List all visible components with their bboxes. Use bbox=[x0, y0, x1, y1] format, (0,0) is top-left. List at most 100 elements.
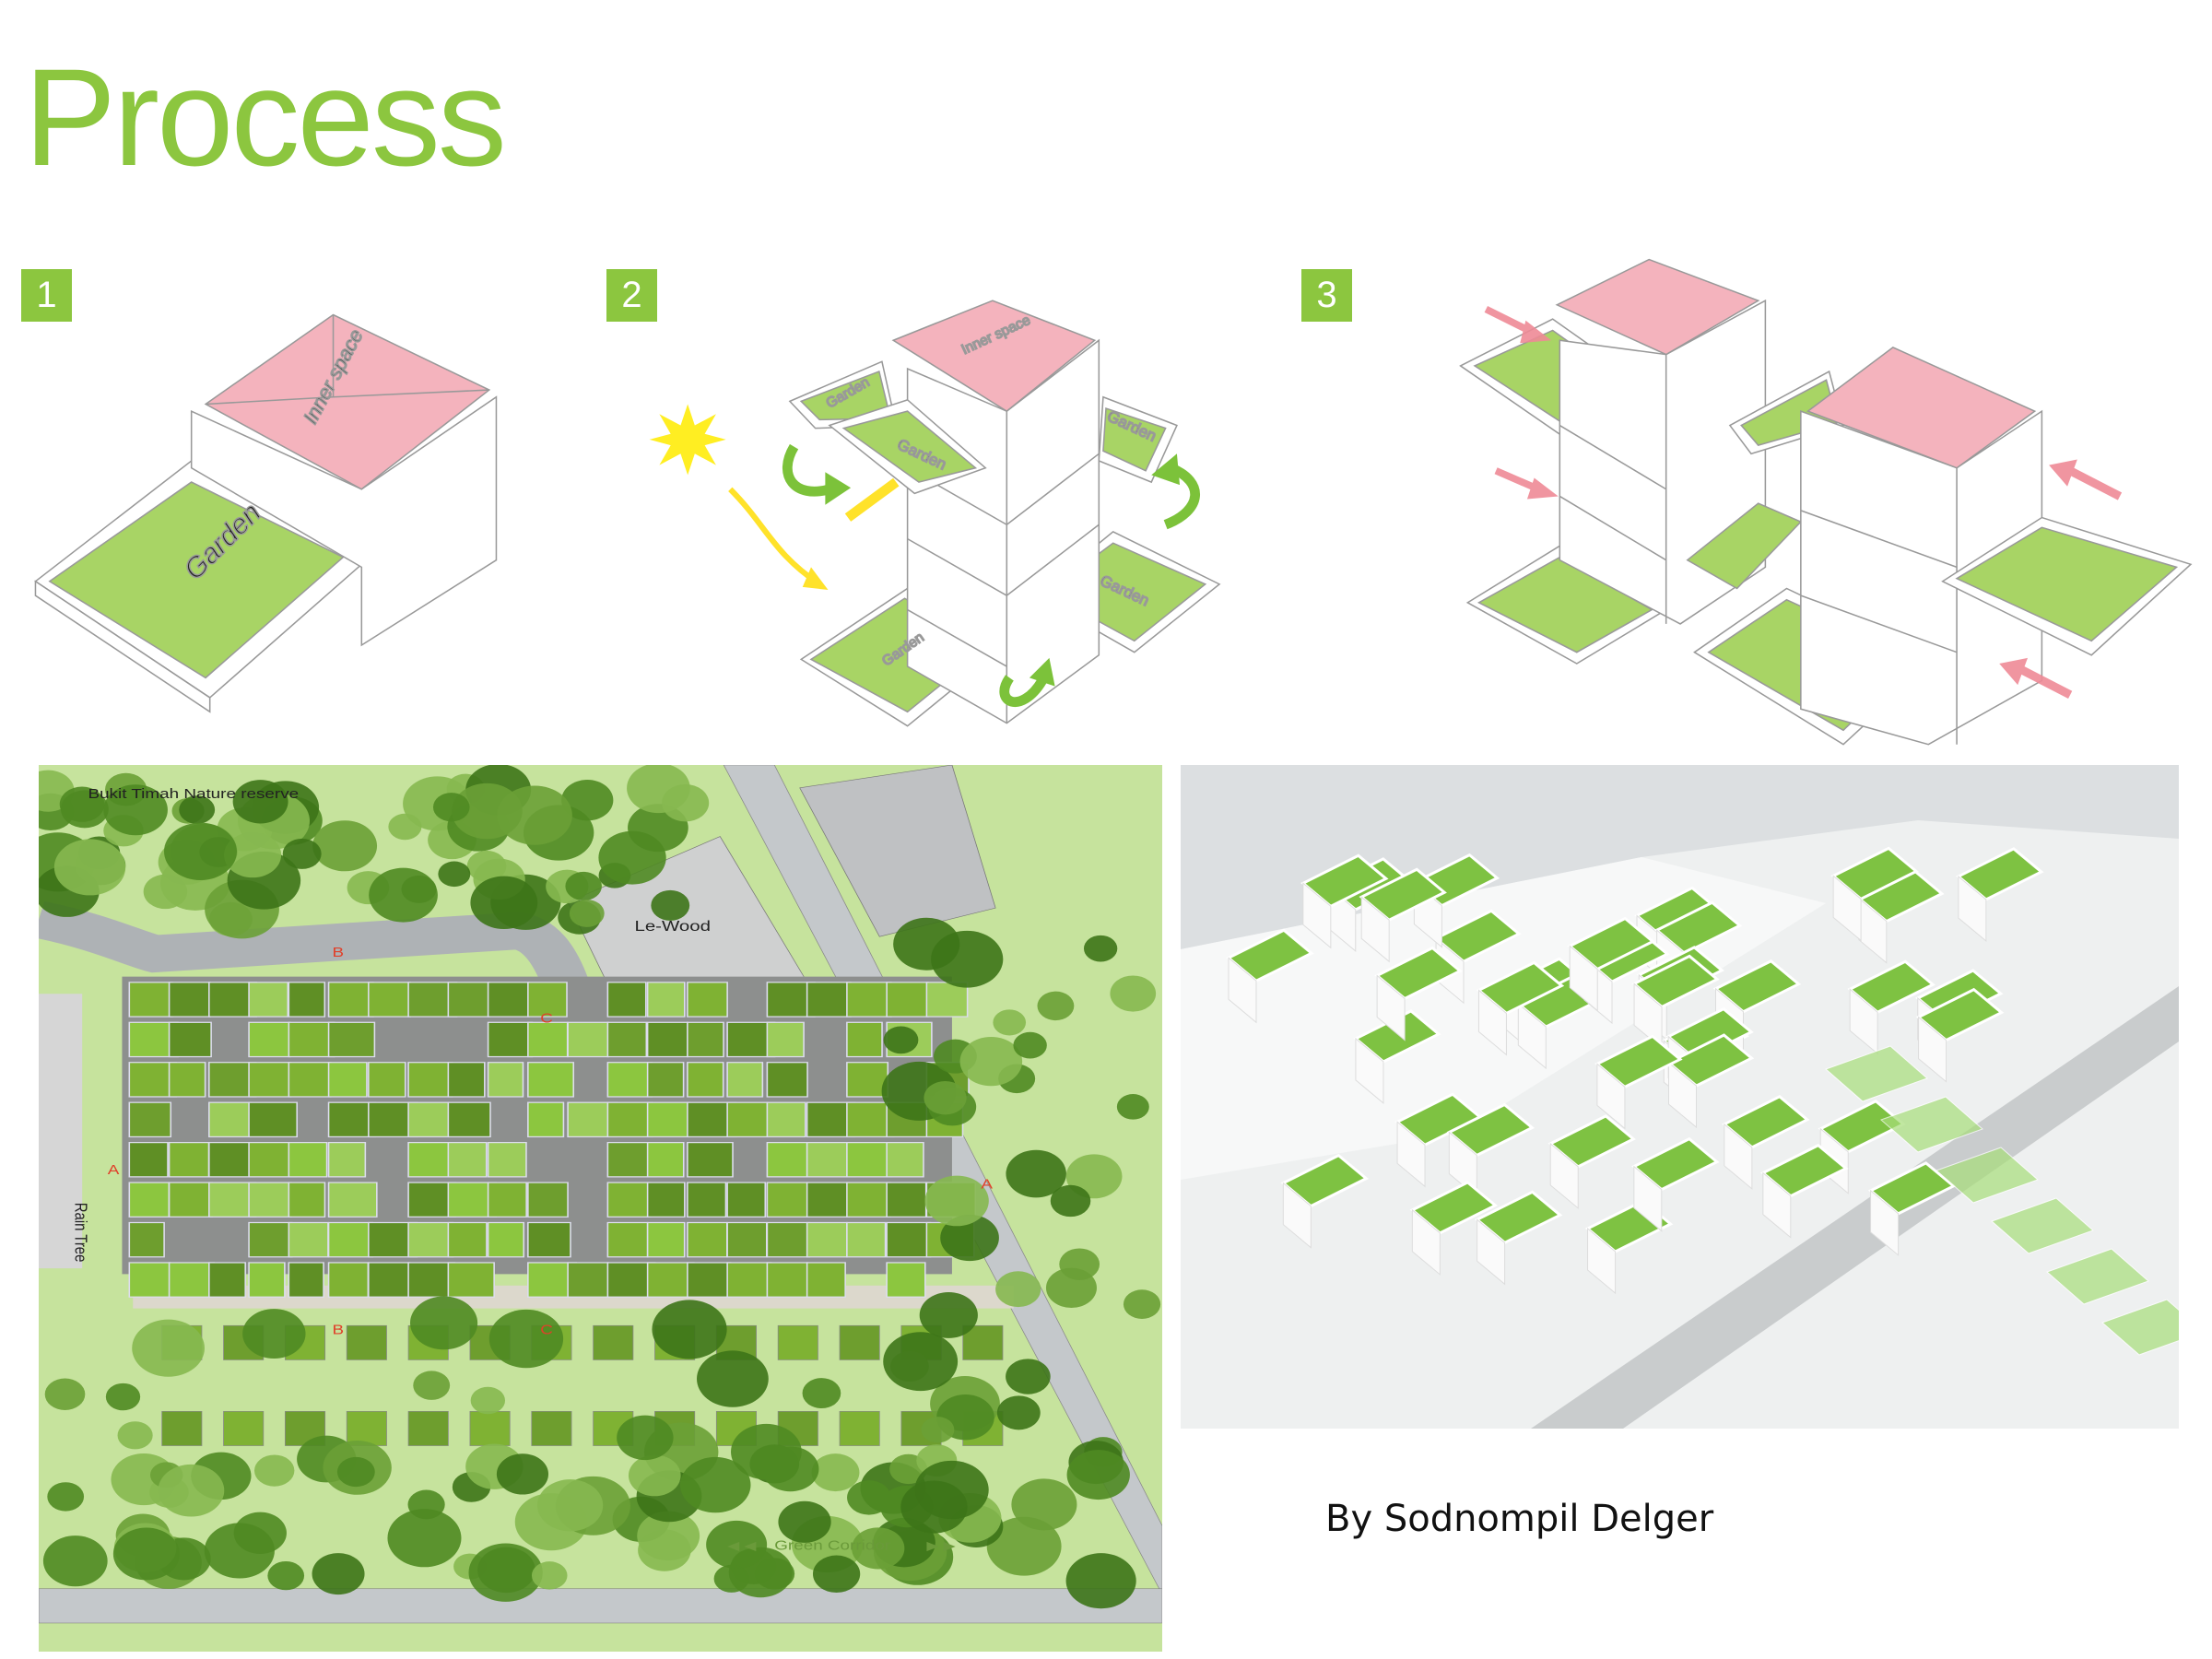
tree bbox=[531, 1561, 568, 1590]
tree bbox=[232, 780, 288, 824]
housing-unit bbox=[846, 1062, 889, 1098]
house-unit bbox=[839, 1411, 880, 1446]
tree bbox=[680, 1456, 751, 1513]
housing-unit bbox=[208, 1182, 257, 1218]
step-badge-3: 3 bbox=[1301, 269, 1352, 322]
housing-unit bbox=[447, 1142, 488, 1178]
building-wall bbox=[1549, 1142, 1579, 1209]
tree bbox=[438, 861, 471, 888]
tree bbox=[112, 1527, 180, 1581]
section-marker-b: B bbox=[333, 1322, 345, 1337]
tree bbox=[940, 1214, 999, 1262]
section-marker-c: C bbox=[540, 1322, 553, 1337]
house-unit bbox=[346, 1411, 387, 1446]
housing-unit bbox=[687, 982, 728, 1018]
airflow-arrow-icon bbox=[782, 443, 831, 497]
tree bbox=[900, 1480, 968, 1534]
tree bbox=[931, 930, 1004, 988]
tree bbox=[598, 830, 666, 885]
housing-unit bbox=[168, 1182, 214, 1218]
housing-unit bbox=[327, 1221, 374, 1258]
housing-unit bbox=[606, 1062, 653, 1098]
housing-unit bbox=[208, 1101, 253, 1138]
housing-unit bbox=[806, 1221, 848, 1258]
tree bbox=[1050, 1184, 1091, 1218]
building-wall bbox=[1411, 1208, 1441, 1276]
housing-unit bbox=[646, 1182, 686, 1218]
rain-tree-label: Rain Tree bbox=[71, 1203, 90, 1263]
building-wall bbox=[1870, 1189, 1900, 1256]
tree bbox=[883, 1332, 959, 1392]
tree bbox=[754, 1558, 795, 1590]
page-title: Process bbox=[24, 40, 507, 194]
tree bbox=[470, 1386, 506, 1415]
inner-space-label: Inner space bbox=[300, 325, 368, 428]
housing-unit bbox=[726, 1182, 767, 1218]
housing-unit bbox=[487, 1221, 525, 1258]
housing-unit bbox=[128, 1142, 169, 1178]
tree bbox=[993, 1009, 1027, 1036]
housing-unit bbox=[606, 1221, 649, 1258]
housing-unit bbox=[886, 1182, 927, 1218]
house-unit bbox=[531, 1411, 572, 1446]
housing-unit bbox=[726, 1221, 768, 1258]
tree bbox=[388, 813, 422, 841]
housing-unit bbox=[327, 1021, 376, 1058]
housing-unit bbox=[606, 1021, 648, 1058]
housing-unit bbox=[168, 1062, 206, 1098]
garden-label-2e: Garden bbox=[879, 629, 927, 669]
tree bbox=[536, 1479, 604, 1532]
housing-unit bbox=[846, 1221, 887, 1258]
tree bbox=[924, 1080, 967, 1115]
housing-unit bbox=[128, 1182, 171, 1218]
section-marker-b: B bbox=[333, 945, 345, 960]
tree bbox=[164, 822, 238, 880]
tree bbox=[44, 1378, 86, 1410]
housing-unit bbox=[766, 1182, 810, 1218]
housing-unit bbox=[327, 1101, 377, 1138]
housing-unit bbox=[128, 1221, 165, 1258]
building-wall bbox=[1667, 1061, 1697, 1129]
tree bbox=[1065, 1553, 1136, 1609]
housing-unit bbox=[128, 982, 173, 1018]
sunlight-arrow-icon bbox=[728, 487, 821, 587]
tree bbox=[996, 1395, 1041, 1430]
housing-unit bbox=[726, 1101, 769, 1138]
house-unit bbox=[962, 1324, 1004, 1360]
housing-unit bbox=[407, 1262, 455, 1298]
housing-unit bbox=[527, 1221, 571, 1258]
housing-unit bbox=[806, 1182, 850, 1218]
tree bbox=[409, 1296, 478, 1350]
garden-label-2c: Garden bbox=[1104, 407, 1159, 445]
airflow-arrow-icon bbox=[999, 675, 1047, 707]
tree bbox=[812, 1555, 861, 1593]
housing-unit bbox=[128, 1262, 171, 1298]
tree bbox=[959, 1036, 1023, 1087]
tree bbox=[628, 1454, 681, 1497]
housing-unit bbox=[368, 1262, 411, 1298]
tree bbox=[53, 839, 126, 896]
tree bbox=[466, 850, 507, 882]
tree bbox=[1037, 991, 1075, 1021]
housing-unit bbox=[766, 1021, 805, 1058]
housing-unit bbox=[168, 982, 212, 1018]
section-marker-c: C bbox=[540, 1010, 553, 1026]
tree bbox=[432, 793, 470, 822]
housing-unit bbox=[886, 982, 929, 1018]
tree bbox=[662, 784, 710, 822]
housing-unit bbox=[487, 1021, 534, 1058]
housing-unit bbox=[208, 1062, 257, 1098]
building-wall bbox=[1918, 1016, 1947, 1083]
section-marker-a: A bbox=[981, 1176, 993, 1192]
housing-unit bbox=[646, 1021, 688, 1058]
housing-unit bbox=[447, 1062, 486, 1098]
housing-unit bbox=[606, 1182, 652, 1218]
tree bbox=[103, 784, 168, 836]
tree bbox=[986, 1516, 1062, 1576]
tree bbox=[919, 1291, 978, 1338]
housing-unit bbox=[687, 1182, 727, 1218]
house-unit bbox=[839, 1324, 880, 1360]
tree bbox=[778, 1500, 831, 1543]
tree bbox=[312, 820, 378, 872]
housing-unit bbox=[248, 1062, 292, 1098]
